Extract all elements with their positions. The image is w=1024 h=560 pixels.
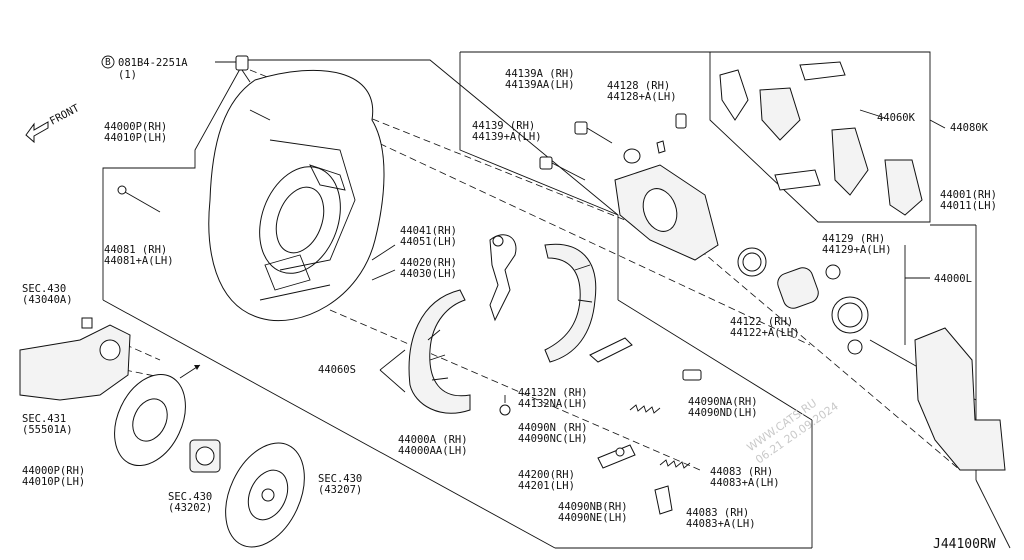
- label-baseplate-rh: 44000P(RH): [104, 121, 167, 133]
- label-sec430c-ref: (43207): [318, 484, 362, 496]
- coil-spring-1: [629, 404, 661, 414]
- hub-bearing: [189, 439, 221, 473]
- label-ret-rh: 44090N (RH): [518, 422, 588, 434]
- brake-pads: [719, 69, 923, 216]
- label-spring-rh: 44041(RH): [400, 225, 457, 237]
- adjuster-screw: [597, 444, 636, 469]
- label-lever-lh: 44132NA(LH): [518, 398, 588, 410]
- brake-rotor: [225, 442, 305, 548]
- slide-pin: [539, 156, 586, 181]
- label-sealkit: 44000L: [934, 273, 972, 285]
- label-spr3-rh: 44090NA(RH): [688, 396, 758, 408]
- label-bolt-lh: 44081+A(LH): [104, 255, 174, 267]
- label-pin-rh: 44139 (RH): [472, 120, 535, 132]
- diagram-code: J44100RW: [933, 537, 996, 552]
- coil-spring-2: [659, 459, 691, 469]
- label-sec430a: SEC.430: [22, 283, 66, 295]
- label-clip-lh: 44083+A(LH): [710, 477, 780, 489]
- label-sec430a-ref: (43040A): [22, 294, 73, 306]
- label-bleed-lh: 44128+A(LH): [607, 91, 677, 103]
- bolt-code-group: B 081B4-2251A (1): [101, 55, 188, 81]
- label-piston-rh: 44122 (RH): [730, 316, 793, 328]
- label-boot-lh: 44129+A(LH): [822, 244, 892, 256]
- bolt-marker: B: [105, 57, 111, 68]
- label-sec431: SEC.431: [22, 413, 66, 425]
- shoe-bolt: [499, 395, 511, 416]
- mounting-bolt: [235, 55, 251, 83]
- label-pin-lh: 44139+A(LH): [472, 131, 542, 143]
- watermark: WWW.CATS.RU 06.21 20.09.2024: [745, 396, 841, 466]
- label-brake-lh: 44000AA(LH): [398, 445, 468, 457]
- hold-down-pin: [682, 369, 702, 381]
- retaining-clip: [654, 485, 673, 515]
- label-caliper-lh: 44011(LH): [940, 200, 997, 212]
- label-spring-lh: 44051(LH): [400, 236, 457, 248]
- caliper-seals: [737, 247, 869, 355]
- label-caliper-rh: 44001(RH): [940, 189, 997, 201]
- label-adj-rh: 44200(RH): [518, 469, 575, 481]
- inset-backing-plate: [114, 373, 186, 467]
- brake-shoe-right: [544, 243, 597, 363]
- label-clip-rh: 44083 (RH): [710, 466, 773, 478]
- label-bolt-rh: 44081 (RH): [104, 244, 167, 256]
- adjuster-lever: [589, 337, 633, 363]
- return-spring: [489, 234, 517, 322]
- caliper-bracket: [914, 327, 1006, 471]
- label-sec430b-ref: (43202): [168, 502, 212, 514]
- label-spr2-lh: 44090NE(LH): [558, 512, 628, 524]
- label-sec431-ref: (55501A): [22, 424, 73, 436]
- front-label: FRONT: [48, 102, 82, 128]
- label-adj-lh: 44201(LH): [518, 480, 575, 492]
- bolt-code: 081B4-2251A: [118, 57, 188, 69]
- bleeder-screw: [656, 113, 687, 154]
- label-backplate-rh: 44020(RH): [400, 257, 457, 269]
- label-padkit: 44080K: [950, 122, 989, 134]
- label-shoe: 44060S: [318, 364, 356, 376]
- label-pads: 44060K: [877, 112, 916, 124]
- label-slide-rh: 44139A (RH): [505, 68, 575, 80]
- label-clip2-rh: 44083 (RH): [686, 507, 749, 519]
- front-indicator: FRONT: [25, 102, 82, 144]
- label-inset-rh: 44000P(RH): [22, 465, 85, 477]
- label-piston-lh: 44122+A(LH): [730, 327, 800, 339]
- label-sec430b: SEC.430: [168, 491, 212, 503]
- label-lever-rh: 44132N (RH): [518, 387, 588, 399]
- caliper-body: [614, 148, 719, 261]
- label-slide-lh: 44139AA(LH): [505, 79, 575, 91]
- label-sec430c: SEC.430: [318, 473, 362, 485]
- label-clip2-lh: 44083+A(LH): [686, 518, 756, 530]
- label-bleed-rh: 44128 (RH): [607, 80, 670, 92]
- knuckle-housing: [19, 317, 131, 401]
- label-inset-lh: 44010P(LH): [22, 476, 85, 488]
- frame-lines: [102, 51, 1011, 549]
- label-baseplate-lh: 44010P(LH): [104, 132, 167, 144]
- label-brake-rh: 44000A (RH): [398, 434, 468, 446]
- direction-arrow: [179, 364, 201, 379]
- label-spr2-rh: 44090NB(RH): [558, 501, 628, 513]
- label-boot-rh: 44129 (RH): [822, 233, 885, 245]
- label-ret-lh: 44090NC(LH): [518, 433, 588, 445]
- label-backplate-lh: 44030(LH): [400, 268, 457, 280]
- label-leaders: [215, 61, 946, 393]
- pad-clips: [774, 61, 846, 191]
- backing-plate: [208, 69, 385, 322]
- slide-pin-a: [574, 121, 613, 144]
- brake-shoe-left: [408, 289, 471, 414]
- bolt-qty: (1): [118, 69, 137, 81]
- label-spr3-lh: 44090ND(LH): [688, 407, 758, 419]
- long-bolt: [117, 185, 161, 213]
